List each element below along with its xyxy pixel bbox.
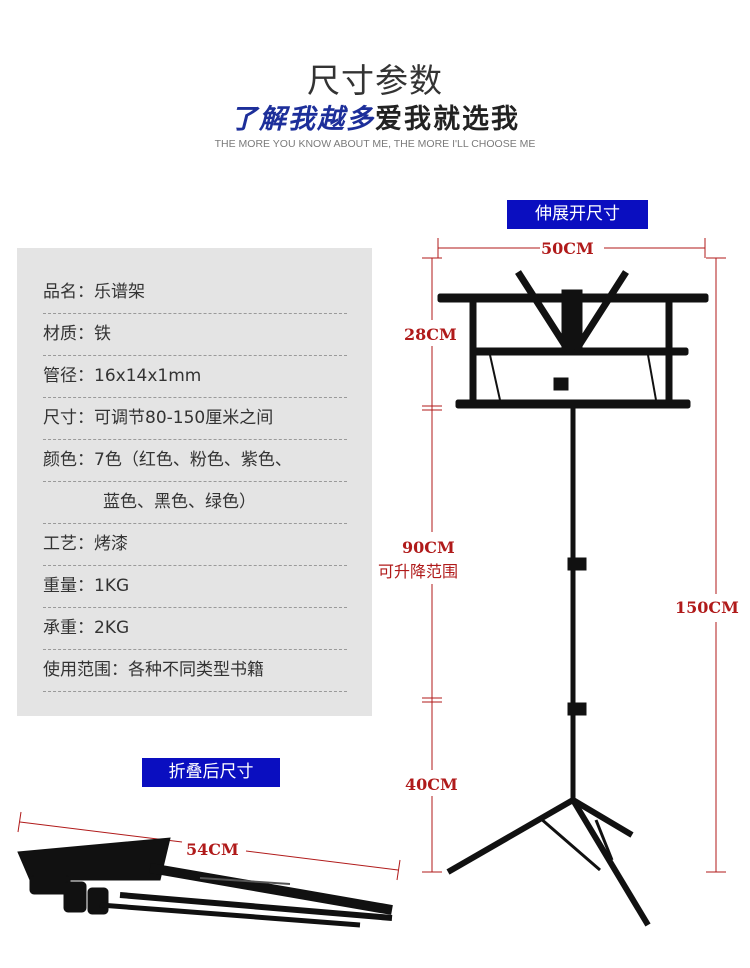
- spec-size: 尺寸：可调节80-150厘米之间: [43, 397, 347, 440]
- dimension-width: 50CM: [541, 239, 594, 258]
- slogan-rest: 爱我就选我: [375, 104, 520, 135]
- folded-size-label: 折叠后尺寸: [142, 758, 280, 787]
- spec-panel: 品名：乐谱架 材质：铁 管径：16x14x1mm 尺寸：可调节80-150厘米之…: [17, 248, 372, 716]
- spec-color: 颜色：7色（红色、粉色、紫色、: [43, 439, 347, 482]
- dimension-desk-height: 28CM: [404, 325, 457, 344]
- dimension-total: 150CM: [675, 598, 739, 617]
- dimension-folded-length: 54CM: [186, 840, 239, 859]
- stand-desk: [437, 270, 709, 409]
- page-title: 尺寸参数: [307, 61, 443, 100]
- dimension-base: 40CM: [405, 775, 458, 794]
- tagline: THE MORE YOU KNOW ABOUT ME, THE MORE I'L…: [214, 138, 536, 150]
- spec-name: 品名：乐谱架: [43, 271, 347, 314]
- dimension-adjustable: 90CM: [402, 538, 455, 557]
- expanded-size-label: 伸展开尺寸: [507, 200, 648, 229]
- spec-tube-diameter: 管径：16x14x1mm: [43, 355, 347, 398]
- dimension-adjustable-note: 可升降范围: [378, 562, 459, 581]
- spec-color-continued: 蓝色、黑色、绿色）: [43, 481, 347, 524]
- spec-usage: 使用范围：各种不同类型书籍: [43, 649, 347, 692]
- folded-stand: [17, 837, 393, 928]
- spec-process: 工艺：烤漆: [43, 523, 347, 566]
- stand-pole: [446, 400, 651, 927]
- spec-load: 承重：2KG: [43, 607, 347, 650]
- dimension-lines: [17, 238, 726, 881]
- spec-weight: 重量：1KG: [43, 565, 347, 608]
- spec-material: 材质：铁: [43, 313, 347, 356]
- slogan: 了解我越多爱我就选我: [0, 97, 750, 136]
- slogan-highlight: 了解我越多: [230, 104, 375, 135]
